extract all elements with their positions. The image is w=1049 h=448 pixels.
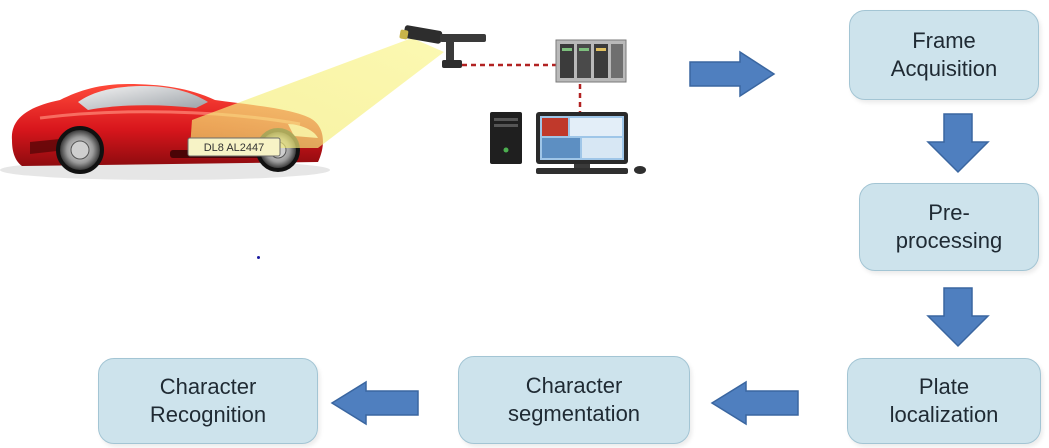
step-label-line: Frame (912, 28, 976, 53)
arrow-right-icon (689, 50, 776, 98)
arrow-down-icon (926, 287, 990, 348)
step-pre-processing: Pre- processing (859, 183, 1039, 271)
arrow-down-icon (926, 113, 990, 174)
step-label-line: Acquisition (890, 56, 998, 81)
step-label-line: segmentation (507, 401, 641, 426)
arrow-left-icon (330, 380, 419, 426)
step-label-line: localization (889, 402, 999, 427)
step-label-line: Character (525, 373, 623, 398)
controller-rack-icon (555, 39, 627, 83)
camera-beam (190, 38, 444, 148)
step-character-recognition: Character Recognition (98, 358, 318, 444)
alpr-scene-illustration: DL8 AL2447 (0, 25, 646, 180)
camera-icon (399, 25, 486, 68)
step-label-line: Recognition (149, 402, 267, 427)
step-character-segmentation: Character segmentation (458, 356, 690, 444)
stray-dot (257, 256, 260, 259)
license-plate: DL8 AL2447 (187, 137, 281, 157)
step-label-line: Plate (918, 374, 970, 399)
arrow-left-icon (710, 380, 799, 426)
step-frame-acquisition: Frame Acquisition (849, 10, 1039, 100)
step-plate-localization: Plate localization (847, 358, 1041, 444)
step-label-line: Pre- (928, 200, 970, 225)
license-plate-text: DL8 AL2447 (204, 142, 265, 154)
computer-icon (490, 112, 646, 174)
step-label-line: Character (159, 374, 257, 399)
step-label-line: processing (895, 228, 1003, 253)
